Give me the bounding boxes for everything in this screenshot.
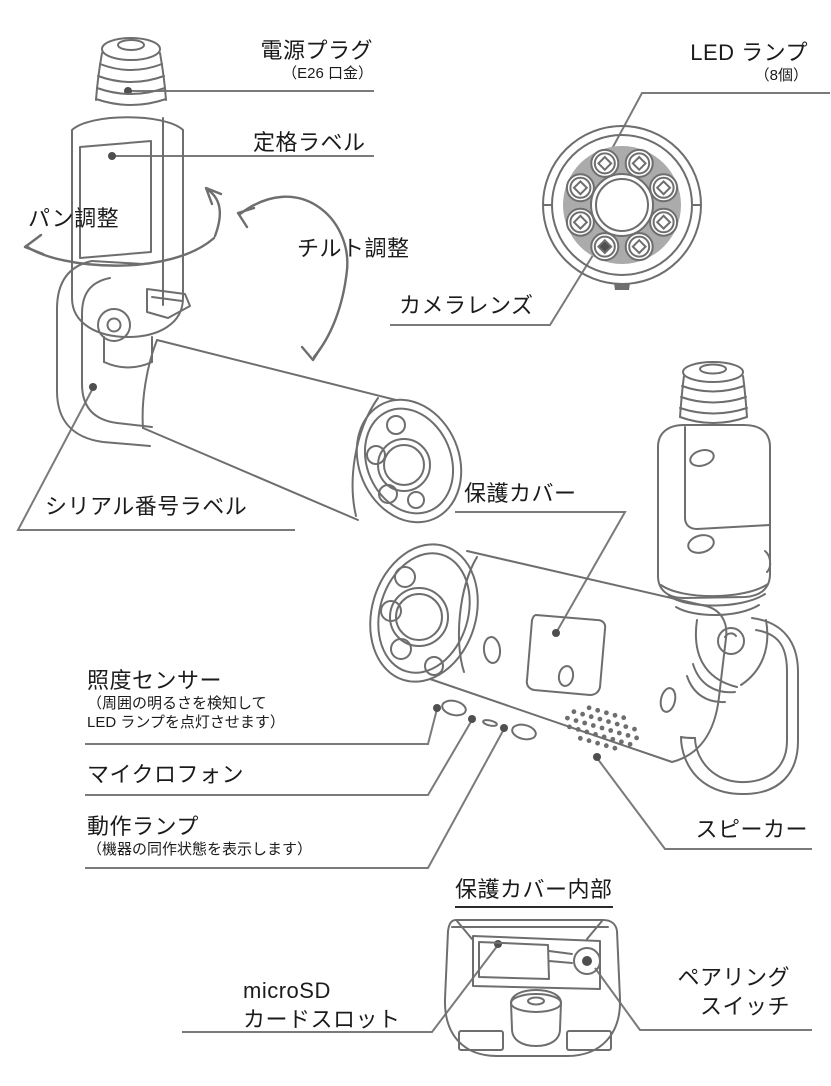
label-pairing-switch: ペアリング スイッチ [677,964,790,1021]
leader-lines [16,90,830,1033]
device-main-illustration [56,37,463,524]
microphone-dot [468,715,476,723]
tilt-arrowhead-bottom [300,345,322,362]
camera-lens-text: カメラレンズ [399,293,534,318]
label-tilt-adjust: チルト調整 [297,236,410,262]
power-plug-note: （E26 口金） [282,64,373,82]
speaker-grille-dots [565,705,639,751]
tilt-arrow-arc [238,195,349,359]
front-camera-lens [590,173,654,237]
cover-inside-text: 保護カバー内部 [455,877,613,902]
pan-arrow-back-arc [205,187,222,238]
operation-lamp-opening [511,723,537,741]
base-foot-left [458,1030,504,1051]
underside-features [441,636,677,741]
side-camera-barrel [369,543,728,763]
protective-cover-dot [552,629,560,637]
rating-text: 定格ラベル [253,130,366,155]
label-operation-lamp: 動作ランプ （機器の同作状態を表示します） [87,814,312,859]
led-lamp-text: LED ランプ [690,40,808,65]
microsd-dot [494,940,502,948]
side-power-plug-threads [679,361,748,424]
power-plug-text: 電源プラグ [260,38,373,63]
operation-lamp-note: （機器の同作状態を表示します） [87,840,313,858]
side-socket-body [657,424,772,607]
pan-arrow-front-arc [24,236,216,267]
pairing-switch-button [573,947,601,975]
operation-lamp-text: 動作ランプ [87,814,199,839]
led-lamp-note: （8個） [754,66,808,84]
led-ring-fill [563,146,681,264]
illuminance-sensor-text: 照度センサー [87,668,223,693]
label-illuminance-sensor: 照度センサー （周囲の明るさを検知して LED ランプを点灯させます） [87,668,285,732]
tilt-adjust-text: チルト調整 [297,236,410,261]
protective-cover-panel [525,614,607,696]
label-microsd: microSD カードスロット [243,977,401,1034]
base-foot-right [566,1030,612,1051]
leader-operation-lamp [85,728,505,869]
microsd-slot-recess [472,935,601,990]
label-protective-cover: 保護カバー [464,481,577,507]
label-cover-inside-title: 保護カバー内部 [455,877,613,908]
label-serial: シリアル番号ラベル [45,494,247,520]
face-bottom-notch [614,283,630,290]
mount-bracket-arm [56,260,153,447]
release-latch-tab [146,288,191,319]
illuminance-sensor-note-2: LED ランプを点灯させます） [87,714,285,732]
serial-label-dot [89,383,97,391]
pairing-switch-line1: ペアリング [677,965,790,990]
protective-cover-text: 保護カバー [464,481,577,506]
label-power-plug: 電源プラグ （E26 口金） [260,38,373,83]
speaker-dot [593,753,601,761]
tilt-joint [675,604,769,704]
power-plug-e26-threads [95,37,167,106]
lens-bump [510,989,562,1047]
hanging-hook [680,617,799,796]
label-speaker: スピーカー [695,817,808,843]
pan-tilt-arrows [23,186,349,362]
pairing-switch-line2: スイッチ [699,993,790,1019]
rating-label-dot [108,152,116,160]
label-microphone: マイクロフォン [87,762,244,788]
main-body-cylinder [71,116,184,369]
label-camera-lens: カメラレンズ [399,293,534,319]
leader-microphone [85,719,473,796]
screw-hole-left [482,636,502,664]
microphone-text: マイクロフォン [87,762,245,787]
leader-protective-cover [455,511,627,634]
device-side-illustration [369,361,799,796]
leader-serial-label [16,387,295,531]
rating-label-rect [79,140,152,259]
pan-arrowhead-right [204,186,223,206]
microsd-line1: microSD [243,978,331,1003]
camera-barrel [141,339,463,524]
tilt-arrowhead-top [236,206,256,229]
device-cover-inside-illustration [443,919,622,1057]
leader-led-lamp [605,92,830,161]
illuminance-sensor-opening [441,699,467,717]
label-pan-adjust: パン調整 [28,206,119,232]
leader-pairing-switch [594,967,812,1031]
screw-hole-right [659,687,677,713]
label-rating: 定格ラベル [253,130,366,156]
illuminance-sensor-dot [433,704,441,712]
speaker-text: スピーカー [695,817,808,842]
pan-arrowhead-left [23,233,45,256]
illuminance-sensor-note-1: （周囲の明るさを検知して [87,694,267,712]
microphone-slot [482,719,498,727]
bracket-hinge-screw [97,308,131,342]
label-led-lamp: LED ランプ （8個） [690,40,808,85]
leader-microsd [182,944,499,1033]
leader-speaker [596,757,812,850]
pan-adjust-text: パン調整 [28,206,120,231]
operation-lamp-dot [500,724,508,732]
led-lamps-ring [565,148,679,262]
barrel-lens-ring [377,438,431,492]
leader-illuminance-sensor [85,708,438,745]
microsd-line2: カードスロット [243,1006,401,1032]
serial-text: シリアル番号ラベル [45,494,248,519]
device-front-face-illustration [542,125,702,290]
